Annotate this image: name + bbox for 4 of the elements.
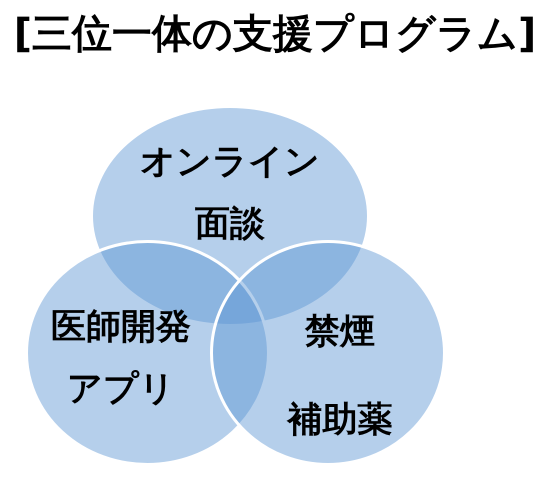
circle-label: 禁煙補助薬 [288, 311, 392, 442]
circle-label: オンライン面談 [140, 141, 320, 246]
circle-label: 医師開発アプリ [51, 306, 191, 411]
diagram-title: [三位一体の支援プログラム] [12, 10, 538, 59]
